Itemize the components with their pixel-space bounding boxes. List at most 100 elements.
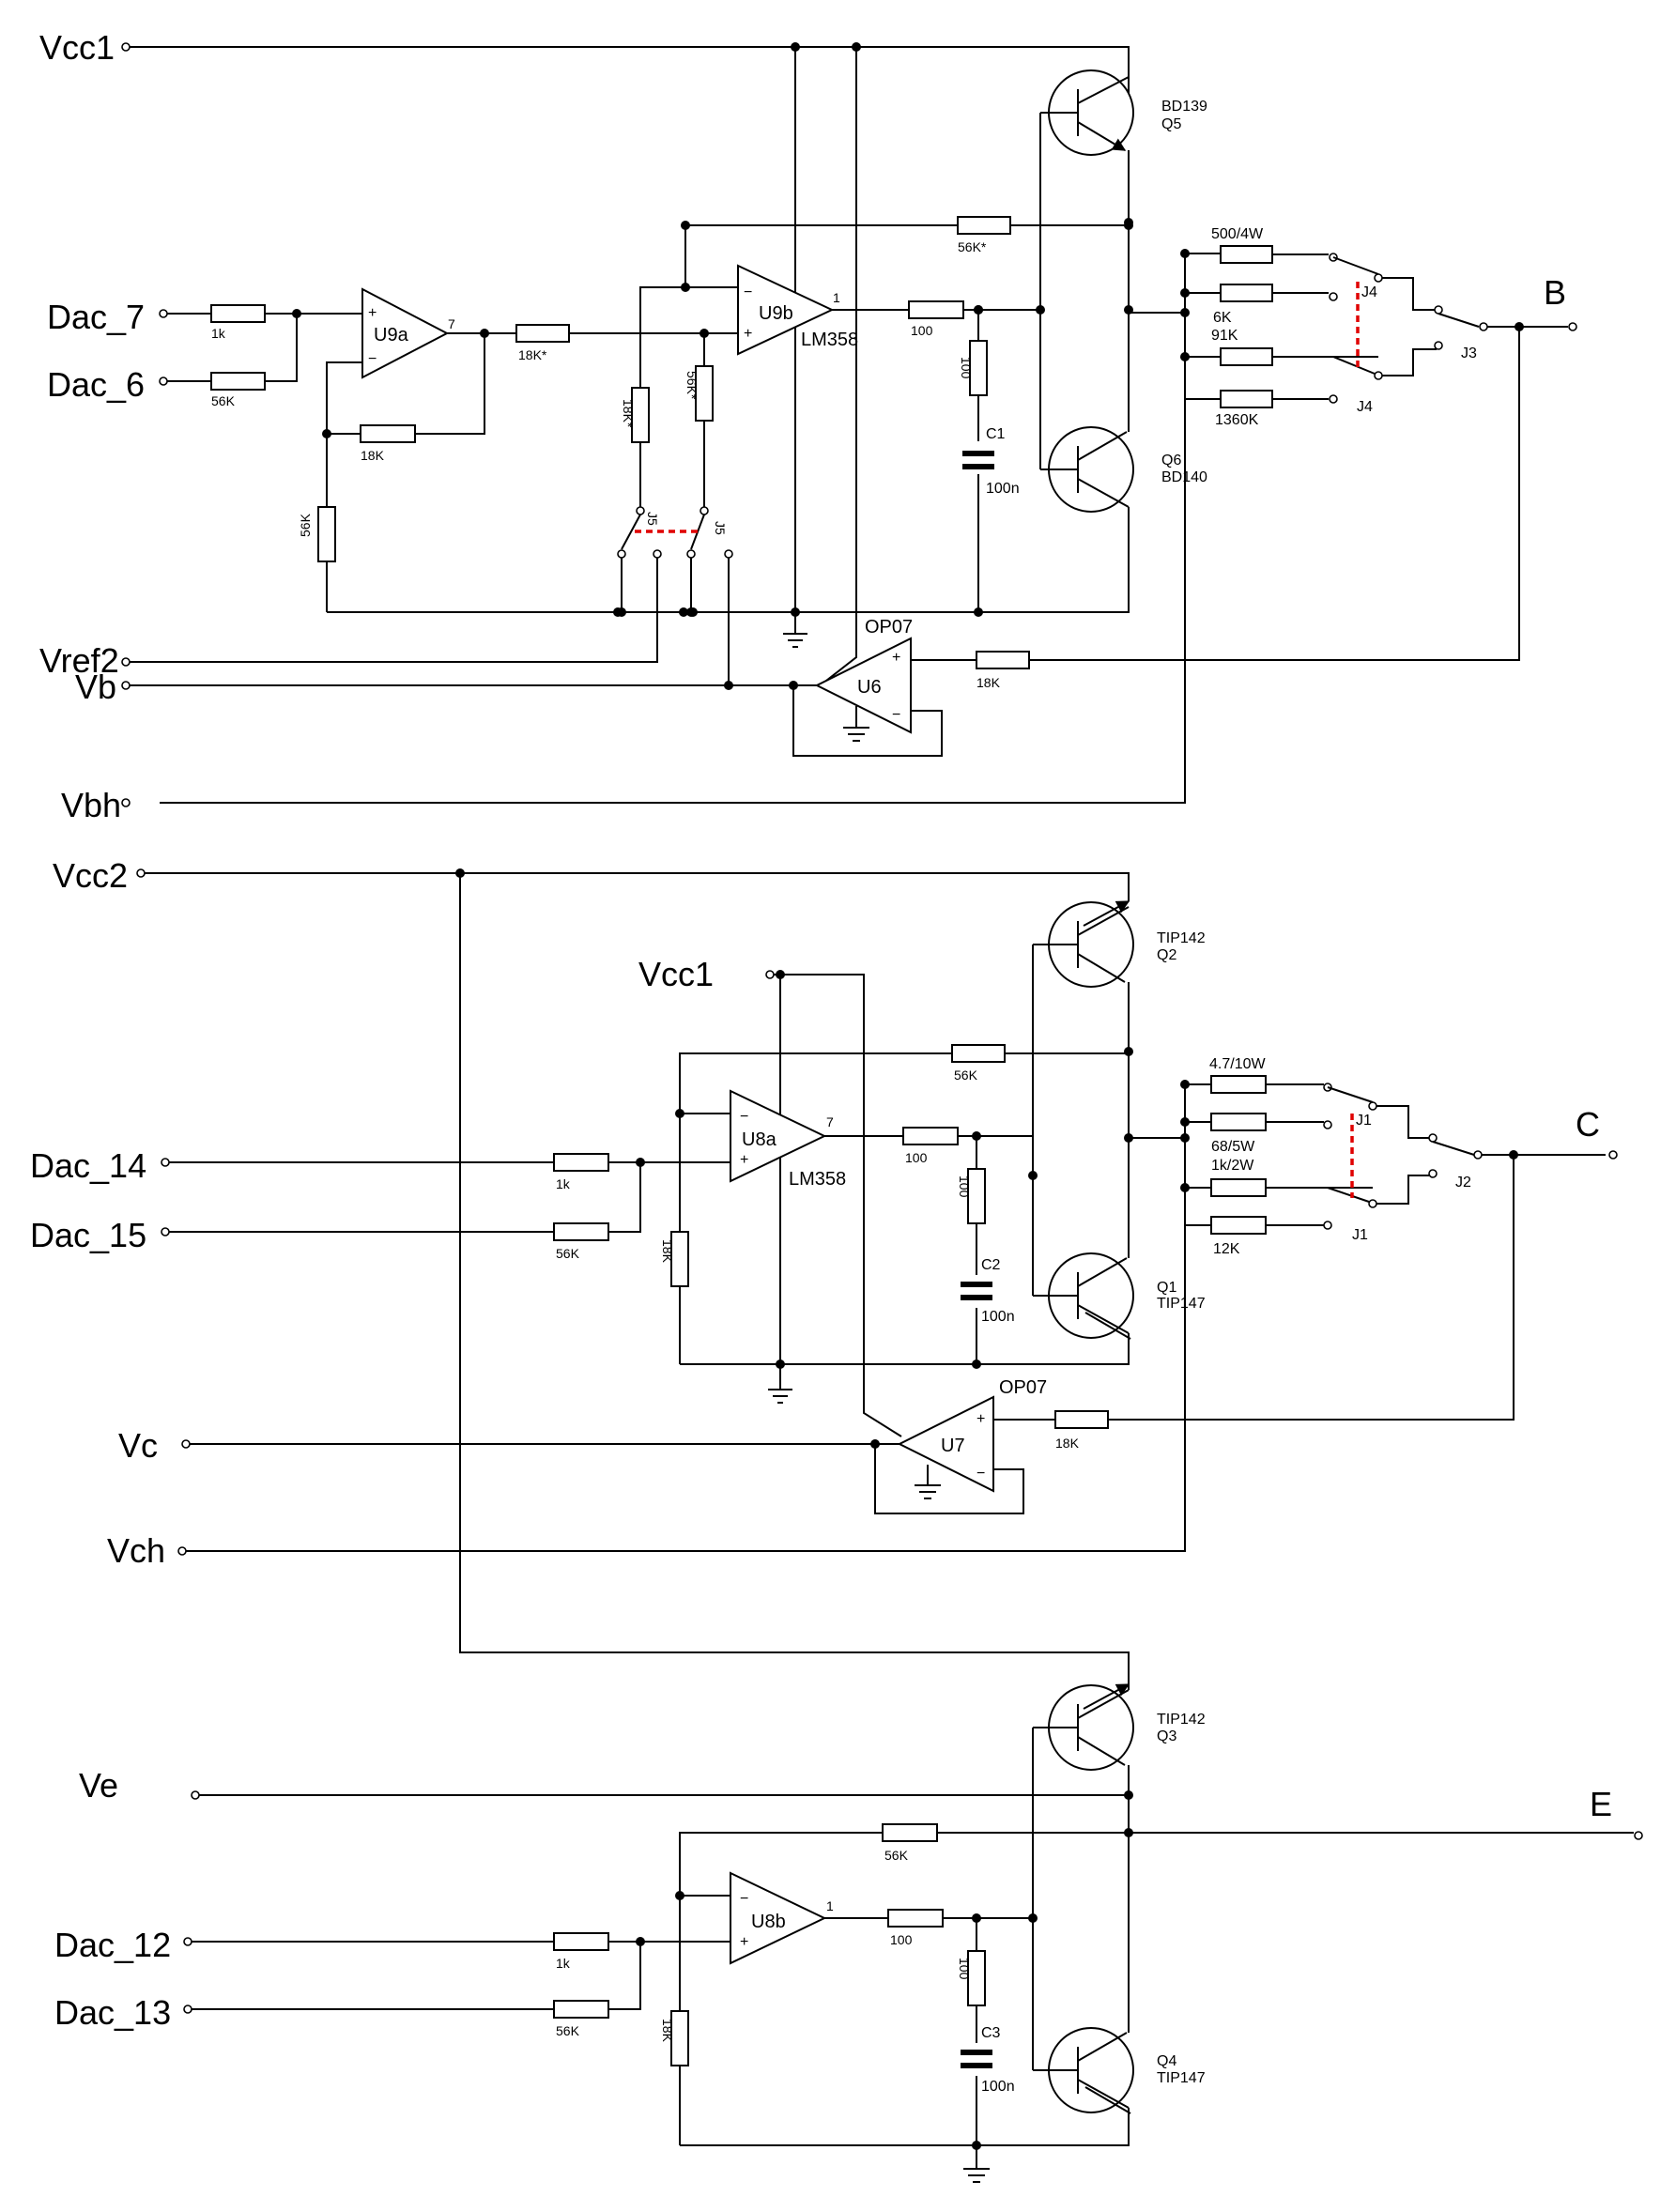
- u9a-opamp: [361, 287, 450, 379]
- svg-text:4.7/10W: 4.7/10W: [1209, 1056, 1266, 1072]
- vcc1b-terminal[interactable]: [765, 970, 775, 979]
- q2-transistor: [1033, 901, 1133, 988]
- svg-text:7: 7: [448, 316, 455, 331]
- q4-transistor: [1033, 2027, 1134, 2114]
- vbh-terminal[interactable]: [121, 798, 131, 807]
- lm358-top-label: LM358: [801, 330, 858, 350]
- section-b: Vcc1 BD139 Q5 Q6 BD140: [39, 28, 1577, 824]
- svg-text:1: 1: [826, 1898, 834, 1913]
- svg-text:18K: 18K: [660, 1239, 675, 1264]
- svg-text:100n: 100n: [981, 2079, 1015, 2095]
- svg-text:−: −: [744, 284, 752, 300]
- svg-text:56K*: 56K*: [958, 239, 987, 254]
- u8b-opamp: [730, 1871, 827, 1965]
- c-label: C: [1576, 1105, 1600, 1144]
- u6-opamp: [814, 637, 912, 734]
- svg-text:C3: C3: [981, 2025, 1001, 2041]
- ve-label: Ve: [79, 1766, 118, 1805]
- q2-type: TIP142: [1157, 930, 1206, 946]
- u6-label: U6: [857, 677, 882, 698]
- svg-text:56K: 56K: [298, 513, 313, 537]
- svg-text:18K: 18K: [976, 675, 1001, 690]
- dac13-label: Dac_13: [54, 1993, 171, 2032]
- svg-text:7: 7: [826, 1114, 834, 1129]
- u9b-opamp: [737, 264, 835, 356]
- svg-text:−: −: [740, 1109, 748, 1125]
- r6k-label: 6K: [1213, 310, 1232, 326]
- svg-text:J1: J1: [1356, 1113, 1372, 1129]
- e-terminal[interactable]: [1634, 1831, 1643, 1840]
- dac15-terminal[interactable]: [161, 1227, 170, 1237]
- svg-text:+: +: [368, 305, 377, 321]
- svg-text:J2: J2: [1455, 1175, 1471, 1190]
- c-terminal[interactable]: [1608, 1150, 1618, 1160]
- svg-text:100: 100: [957, 1175, 972, 1198]
- vcc1b-label: Vcc1: [638, 955, 714, 993]
- vbh-label: Vbh: [61, 786, 121, 824]
- svg-text:100n: 100n: [986, 481, 1020, 497]
- dac12-terminal[interactable]: [183, 1937, 192, 1946]
- u9a-label: U9a: [374, 325, 409, 346]
- svg-text:18K: 18K: [660, 2019, 675, 2043]
- q3-transistor: [1033, 1684, 1133, 1771]
- svg-text:56K: 56K: [211, 393, 236, 408]
- q1-label: Q1: [1157, 1280, 1176, 1296]
- svg-text:18K: 18K: [1055, 1436, 1080, 1451]
- dac13-terminal[interactable]: [183, 2005, 192, 2014]
- q2-label: Q2: [1157, 947, 1176, 963]
- vcc2-terminal[interactable]: [136, 868, 146, 878]
- vb-terminal[interactable]: [121, 681, 131, 690]
- vch-terminal[interactable]: [177, 1546, 187, 1556]
- svg-text:12K: 12K: [1213, 1241, 1240, 1257]
- svg-text:56K*: 56K*: [684, 371, 700, 400]
- svg-text:−: −: [740, 1891, 748, 1907]
- svg-text:C2: C2: [981, 1257, 1001, 1273]
- svg-text:1k: 1k: [211, 326, 226, 341]
- svg-text:1k: 1k: [556, 1176, 571, 1191]
- dac14-terminal[interactable]: [161, 1158, 170, 1167]
- svg-text:−: −: [976, 1466, 985, 1482]
- svg-text:100: 100: [957, 1958, 972, 1980]
- svg-text:100: 100: [911, 323, 933, 338]
- section-e: TIP142 Q3 Q4 TIP147 Ve E U8b − + 1 Dac_1…: [54, 1684, 1643, 2183]
- dac6-label: Dac_6: [47, 365, 145, 404]
- ve-terminal[interactable]: [191, 1790, 200, 1800]
- vref2-label: Vref2: [39, 641, 119, 680]
- u7-opamp: [897, 1395, 994, 1493]
- svg-text:100: 100: [905, 1150, 928, 1165]
- svg-text:56K: 56K: [954, 1068, 978, 1083]
- svg-text:+: +: [740, 1152, 748, 1168]
- svg-text:−: −: [892, 707, 900, 723]
- u8b-label: U8b: [751, 1912, 786, 1932]
- vcc1-label: Vcc1: [39, 28, 115, 67]
- vc-terminal[interactable]: [181, 1439, 191, 1449]
- svg-text:1k: 1k: [556, 1956, 571, 1971]
- svg-text:+: +: [976, 1411, 985, 1427]
- svg-text:68/5W: 68/5W: [1211, 1139, 1255, 1155]
- b-label: B: [1544, 273, 1566, 312]
- dac6-terminal[interactable]: [159, 376, 168, 386]
- r1360k-label: 1360K: [1215, 412, 1259, 428]
- svg-text:56K: 56K: [556, 2023, 580, 2038]
- q5-transistor: [1040, 69, 1133, 155]
- svg-text:100: 100: [959, 357, 974, 379]
- vref2-terminal[interactable]: [121, 657, 131, 667]
- dac14-label: Dac_14: [30, 1146, 146, 1185]
- svg-text:J5: J5: [713, 521, 728, 535]
- vcc1-terminal[interactable]: [121, 42, 131, 52]
- svg-text:56K: 56K: [884, 1848, 909, 1863]
- svg-text:+: +: [892, 650, 900, 666]
- j4-label-a: J4: [1361, 284, 1377, 300]
- dac7-terminal[interactable]: [159, 309, 168, 318]
- r500-label: 500/4W: [1211, 226, 1264, 242]
- lm358-mid-label: LM358: [789, 1169, 846, 1190]
- q3-type: TIP142: [1157, 1712, 1206, 1728]
- q1-type: TIP147: [1157, 1296, 1206, 1312]
- b-terminal[interactable]: [1568, 322, 1577, 331]
- svg-text:+: +: [744, 326, 752, 342]
- svg-text:1: 1: [833, 290, 840, 305]
- svg-text:+: +: [740, 1934, 748, 1950]
- svg-text:18K*: 18K*: [621, 399, 636, 428]
- svg-text:−: −: [368, 351, 377, 367]
